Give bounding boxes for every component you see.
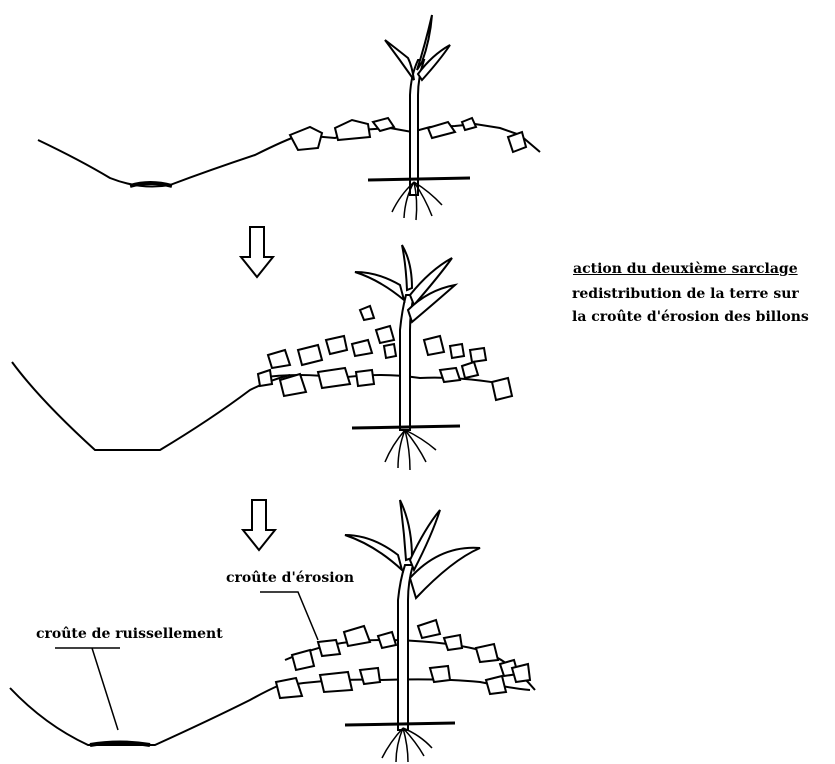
leader-line-erosion [260, 592, 318, 640]
clods-1 [290, 118, 526, 152]
label-runoff-crust: croûte de ruissellement [36, 626, 223, 643]
panel-1-before-weeding [38, 15, 540, 220]
root-surface-2 [352, 426, 460, 428]
down-arrow-1 [241, 227, 273, 277]
clods-2 [258, 306, 512, 400]
panel-2-second-weeding [12, 245, 512, 470]
maize-plant-1 [385, 15, 450, 195]
label-redistribution-line-1: redistribution de la terre sur [572, 286, 799, 303]
maize-plant-3 [345, 500, 480, 730]
root-surface-1 [368, 178, 470, 180]
label-erosion-crust: croûte d'érosion [226, 570, 354, 587]
roots-1 [392, 182, 442, 220]
label-second-weeding-action: action du deuxième sarclage [573, 261, 798, 278]
roots-3 [382, 728, 432, 762]
label-redistribution-line-2: la croûte d'érosion des billons [572, 309, 809, 326]
leader-line-runoff [55, 648, 120, 730]
soil-profile-2 [12, 362, 290, 450]
roots-2 [385, 430, 436, 470]
down-arrow-2 [243, 500, 275, 550]
soil-profile-3 [10, 685, 280, 745]
root-surface-3 [345, 723, 455, 725]
